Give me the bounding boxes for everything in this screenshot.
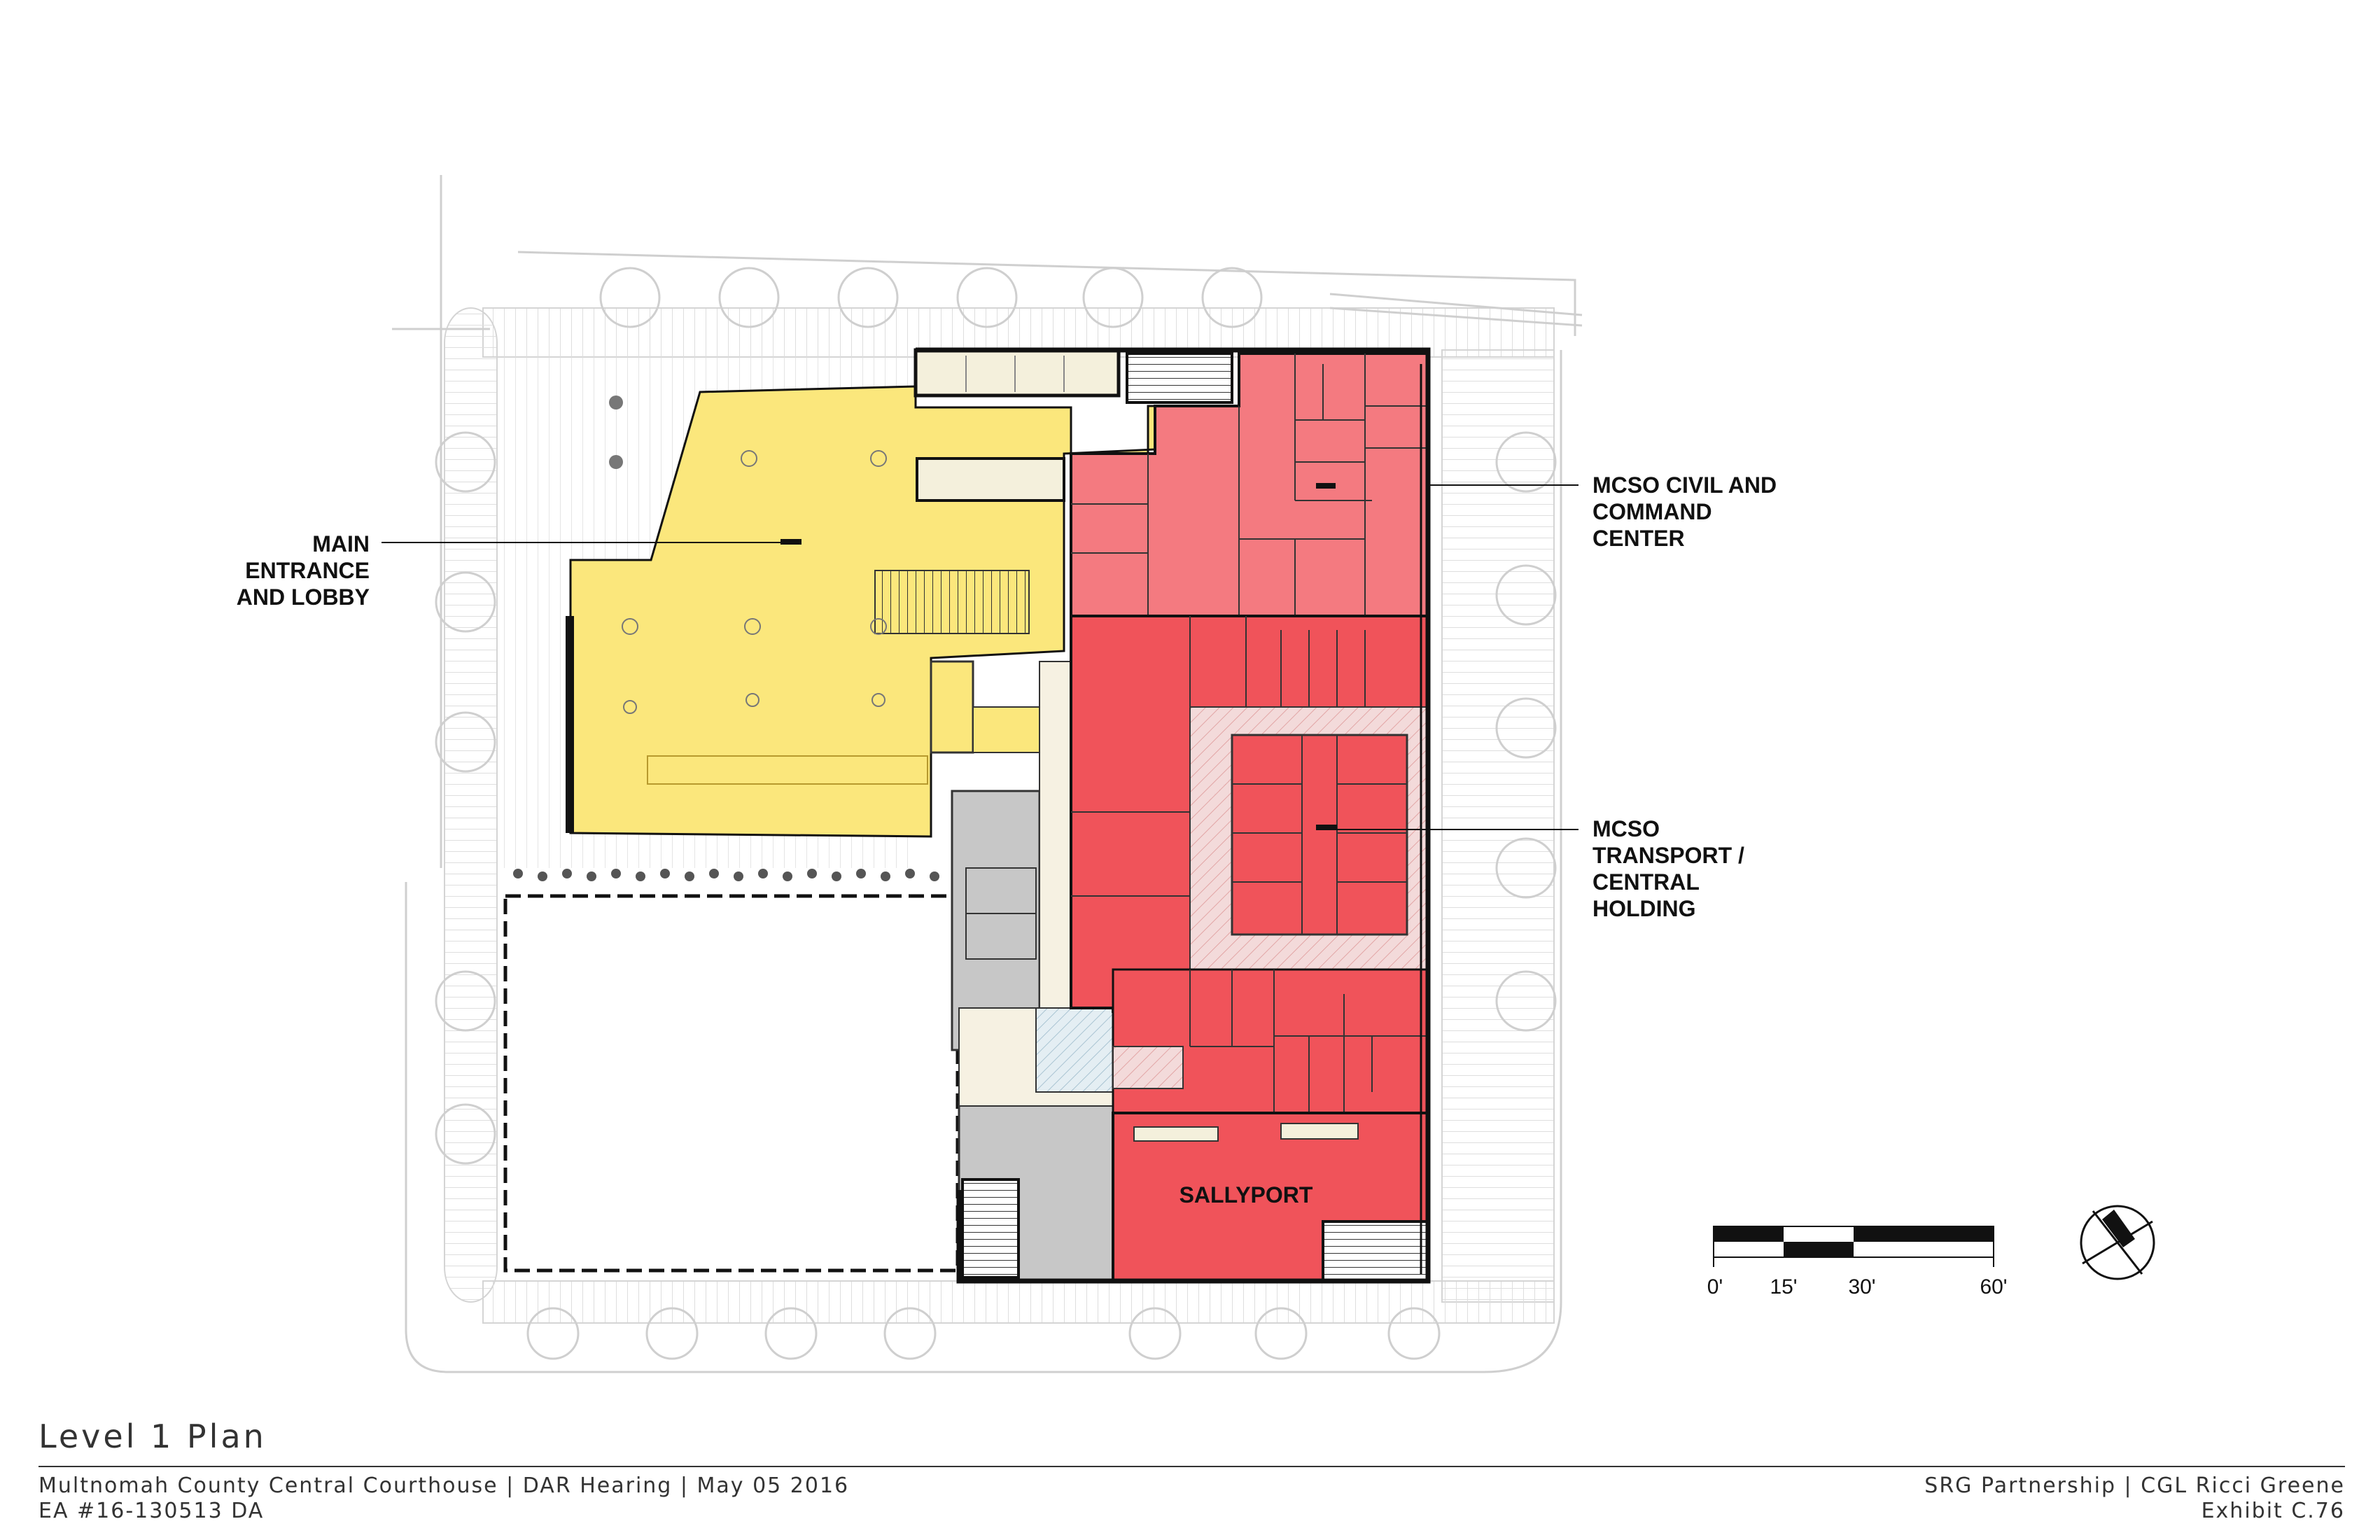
scale-seg-1	[1714, 1226, 1784, 1242]
callout-main-entrance: MAIN ENTRANCE AND LOBBY	[237, 531, 791, 610]
building-outer-wall	[916, 347, 1431, 1284]
street-trees-south	[526, 1307, 1441, 1360]
north-stair	[1126, 352, 1233, 404]
transport-holding-line-1: MCSO	[1592, 816, 1660, 841]
scale-label-60: 60'	[1980, 1275, 2007, 1298]
civil-command-line-2: COMMAND	[1592, 499, 1712, 524]
firm-line: SRG Partnership | CGL Ricci Greene	[1924, 1474, 2345, 1498]
scale-label-30: 30'	[1848, 1275, 1875, 1298]
graphic-scale-bar: 0' 15' 30' 60'	[1707, 1226, 2008, 1298]
transport-holding-line-2: TRANSPORT /	[1592, 843, 1744, 868]
lobby-west-glazing	[566, 616, 574, 833]
civil-command-line-1: MCSO CIVIL AND	[1592, 472, 1777, 498]
site-curb	[405, 175, 1576, 1373]
circulation-hatch-south	[1035, 1007, 1114, 1093]
lobby-inner-room	[930, 660, 974, 754]
callout-civil-command: MCSO CIVIL AND COMMAND CENTER	[1428, 472, 1777, 551]
building-footprint	[566, 347, 1431, 1284]
main-entrance-line-3: AND LOBBY	[237, 584, 370, 610]
sallyport-north-bench-1	[1133, 1126, 1219, 1142]
civil-command-line-3: CENTER	[1592, 526, 1685, 551]
support-zone-mid	[965, 867, 1037, 914]
lobby-stair	[874, 570, 1030, 634]
civil-command-room-walls	[1071, 354, 1428, 616]
sallyport-north-bench-2	[1280, 1123, 1359, 1140]
adjacent-parcel-outline	[503, 894, 960, 1273]
mcso-south-support-area	[1112, 968, 1429, 1114]
civil-control-mark	[1316, 483, 1336, 489]
main-entrance-line-1: MAIN	[312, 531, 370, 556]
transport-holding-line-3: CENTRAL	[1592, 869, 1700, 895]
transport-holding-line-4: HOLDING	[1592, 896, 1696, 921]
north-arrow-icon	[2080, 1205, 2155, 1280]
south-sidewalk	[482, 1280, 1555, 1324]
plaza-planting-row	[513, 869, 939, 881]
north-storage-dividers	[965, 356, 1065, 392]
street-trees-west	[435, 431, 496, 1165]
scale-seg-2	[1784, 1242, 1854, 1257]
lobby-counter	[916, 457, 1065, 502]
holding-cell-walls	[1071, 616, 1407, 1011]
mcso-south-hatch-room	[1112, 1046, 1184, 1089]
street-trees-north	[599, 267, 1263, 328]
permit-line: EA #16-130513 DA	[38, 1499, 264, 1523]
north-storage-strip	[913, 348, 1121, 398]
circulation-spine	[1039, 661, 1072, 1012]
mcso-civil-command-area	[1070, 352, 1429, 617]
scale-seg-3	[1854, 1226, 1994, 1242]
sallyport-east-stair	[1322, 1220, 1429, 1282]
callout-transport-holding: MCSO TRANSPORT / CENTRAL HOLDING	[1330, 816, 1744, 921]
road-edge	[392, 293, 1583, 330]
main-entrance-line-2: ENTRANCE	[245, 558, 370, 583]
plaza-columns	[609, 396, 623, 469]
scale-label-15: 15'	[1770, 1275, 1797, 1298]
lobby-columns	[622, 450, 887, 714]
support-zone-mid2	[965, 913, 1037, 960]
street-trees-east	[1495, 431, 1557, 1032]
holding-control-mark	[1316, 825, 1337, 830]
scale-label-0: 0'	[1707, 1275, 1723, 1298]
exhibit-number: Exhibit C.76	[2202, 1499, 2345, 1523]
east-sidewalk	[1441, 349, 1555, 1303]
sheet-title: Level 1 Plan	[38, 1418, 267, 1455]
title-block: Level 1 Plan Multnomah County Central Co…	[38, 1418, 2345, 1523]
south-west-stair	[961, 1178, 1020, 1279]
project-line: Multnomah County Central Courthouse | DA…	[38, 1474, 849, 1498]
lobby-bench	[647, 755, 928, 785]
holding-core	[1231, 734, 1408, 936]
south-zone-walls	[1189, 969, 1428, 1113]
sallyport-label: SALLYPORT	[1180, 1182, 1313, 1208]
